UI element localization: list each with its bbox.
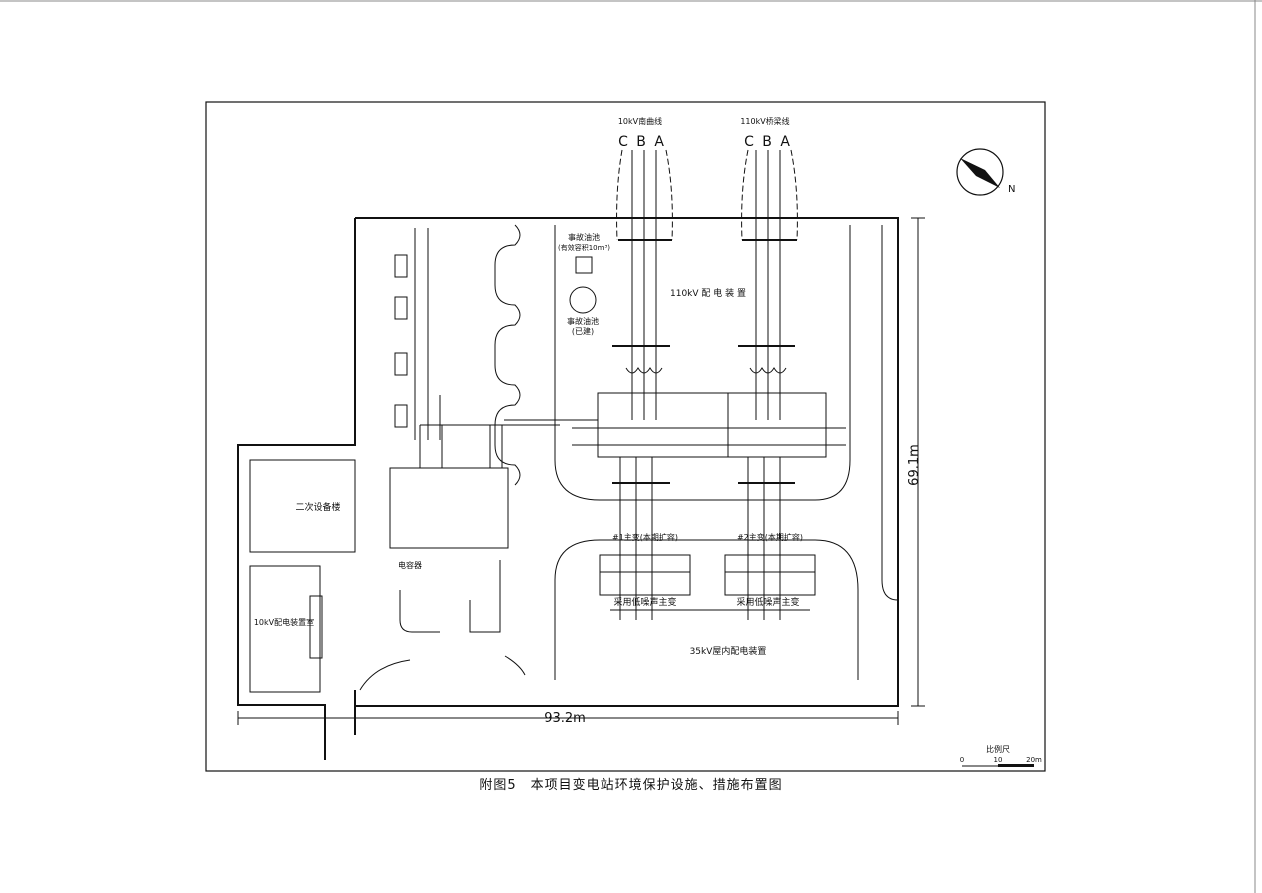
- dimension-height-label: 69.1m: [907, 444, 922, 486]
- transformer-2-label: #2主变(本期扩容): [737, 532, 803, 542]
- accident-oil-tank: [575, 256, 593, 274]
- transformer-1-label: #1主变(本期扩容): [612, 532, 678, 542]
- scale-tick-20: 20m: [1026, 756, 1042, 764]
- room-10kv-label: 10kV配电装置室: [254, 617, 314, 627]
- left-line-title: 10kV南曲线: [618, 116, 662, 126]
- site-boundary: [237, 217, 899, 760]
- room-10kv: [249, 565, 321, 693]
- capacitor-label: 电容器: [398, 560, 422, 570]
- switchgear-110kv-label: 110kV 配 电 装 置: [670, 287, 746, 299]
- figure-caption: 附图5 本项目变电站环境保护设施、措施布置图: [479, 778, 783, 793]
- dimension-width-label: 93.2m: [544, 711, 586, 726]
- scale-label: 比例尺: [986, 744, 1010, 754]
- right-line-title: 110kV桥梁线: [740, 116, 789, 126]
- scale-bar: 比例尺 0 10 20m: [960, 744, 1042, 767]
- dimension-width: [237, 711, 899, 725]
- scale-tick-0: 0: [960, 756, 964, 764]
- scale-tick-10: 10: [994, 756, 1003, 764]
- switchgear-110kv: [572, 345, 846, 620]
- transformers: [599, 554, 816, 611]
- incoming-lines: [616, 149, 798, 420]
- north-label: N: [1008, 184, 1015, 195]
- internal-roads: [359, 224, 899, 691]
- accident-oil-tank-label: 事故油池: [568, 232, 600, 242]
- capacitor-block: [389, 419, 598, 549]
- indoor-35kv-label: 35kV屋内配电装置: [690, 645, 767, 657]
- noise-measure-2-label: 采用低噪声主变: [736, 596, 799, 608]
- accident-pool-label: 事故油池: [567, 316, 599, 326]
- right-phase-labels: C B A: [744, 134, 792, 150]
- feeder-bays: [394, 228, 441, 440]
- north-arrow-icon: N: [956, 148, 1015, 196]
- drawing-frame: [205, 101, 1046, 772]
- noise-measure-1-label: 采用低噪声主变: [613, 596, 676, 608]
- main-building: [249, 459, 356, 553]
- main-building-label: 二次设备楼: [295, 501, 340, 513]
- left-phase-labels: C B A: [618, 134, 666, 150]
- accident-pool: [569, 286, 597, 314]
- accident-pool-note: (已建): [572, 326, 594, 336]
- accident-oil-tank-volume: (有效容积10m³): [558, 243, 610, 252]
- dimension-height: [911, 217, 925, 707]
